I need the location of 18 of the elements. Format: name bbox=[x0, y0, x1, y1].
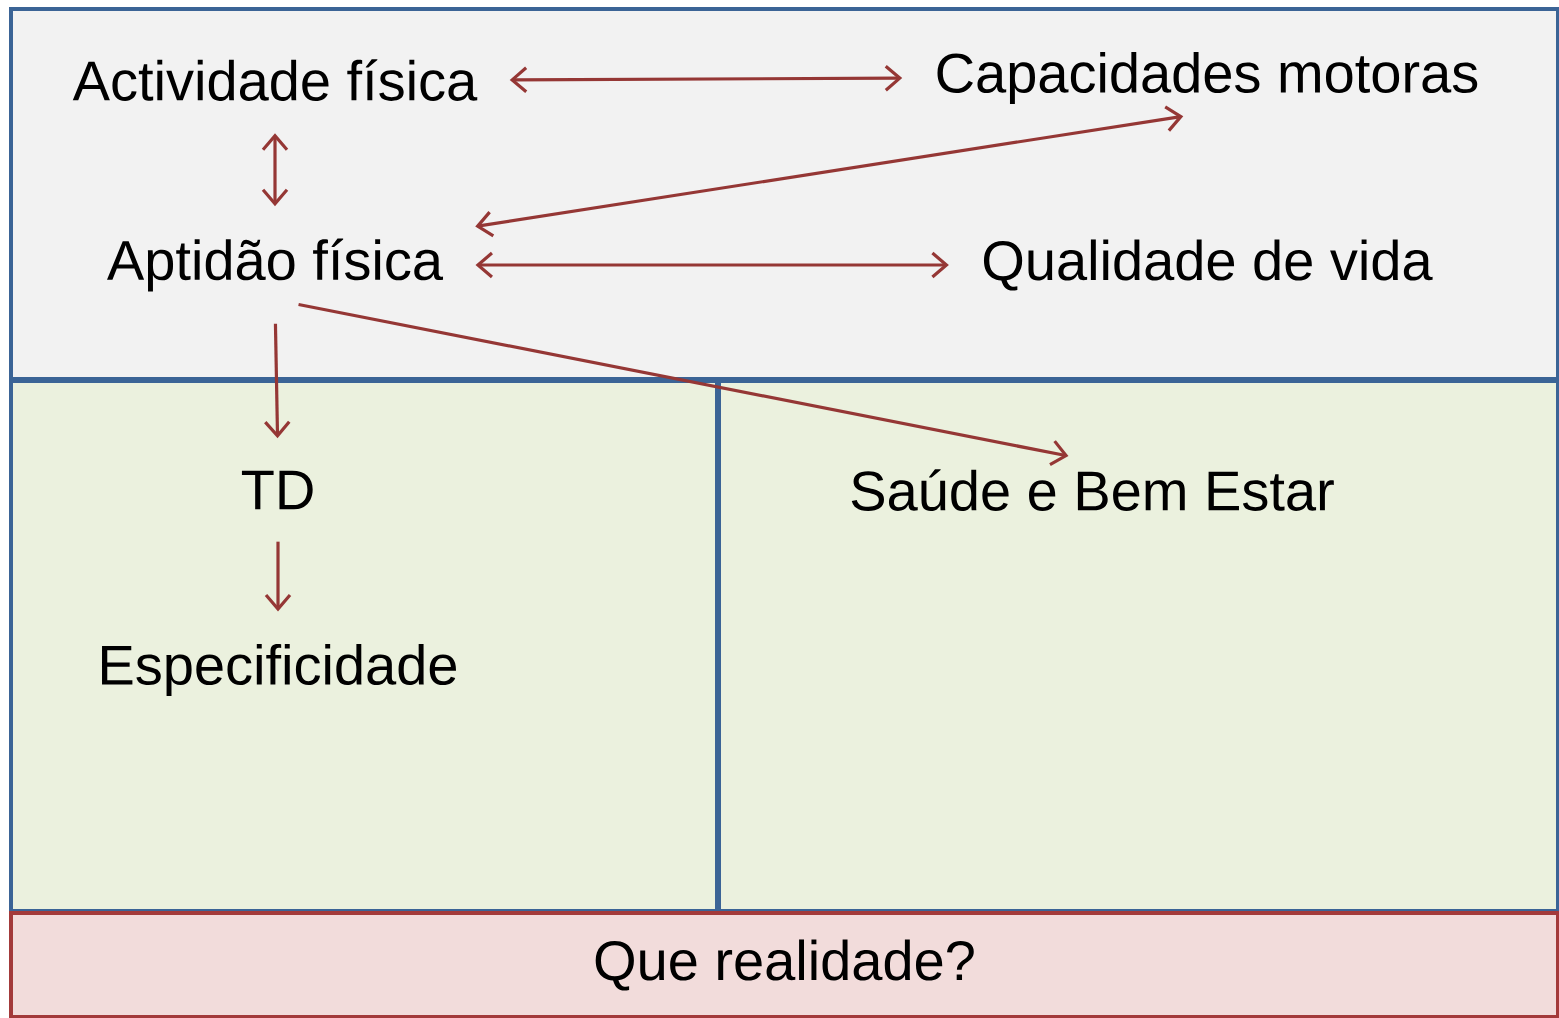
concept-label: Actividade física bbox=[72, 59, 478, 101]
arrow bbox=[298, 302, 1069, 467]
question-band: Que realidade? bbox=[9, 911, 1559, 1018]
arrow bbox=[264, 541, 292, 612]
concept-label: Qualidade de vida bbox=[983, 239, 1433, 291]
panel bbox=[9, 379, 719, 913]
concept-label: TD bbox=[241, 470, 313, 510]
panel bbox=[717, 379, 1559, 913]
concept-label: Aptidão física bbox=[107, 238, 444, 292]
concept-label: Capacidades motoras bbox=[937, 51, 1478, 105]
arrow bbox=[264, 323, 291, 439]
concept-label: Saúde e Bem Estar bbox=[851, 469, 1334, 511]
concept-label: Especificidade bbox=[102, 643, 456, 697]
arrow bbox=[261, 133, 289, 207]
arrow bbox=[475, 105, 1184, 238]
panel bbox=[9, 7, 1559, 381]
arrow bbox=[509, 64, 903, 94]
arrow bbox=[475, 251, 949, 279]
